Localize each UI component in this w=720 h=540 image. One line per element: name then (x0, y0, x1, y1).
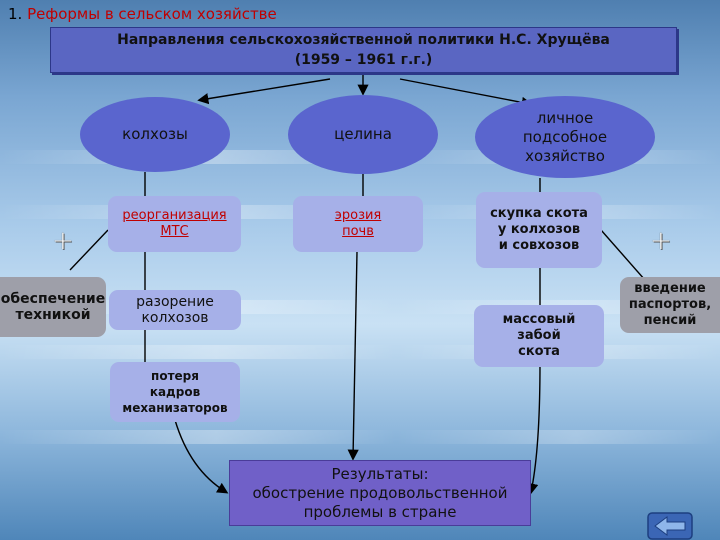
plus-sign-left: + (52, 226, 74, 256)
eroziya-line-2: почв (342, 224, 374, 239)
poterya-line-3: механизаторов (122, 401, 228, 415)
skupka-line-2: у колхозов (497, 222, 581, 237)
oval-tselina: целина (288, 95, 438, 174)
oval-kolkhozy: колхозы (80, 97, 230, 172)
result-box: Результаты: обострение продовольственной… (229, 460, 531, 526)
skupka-line-3: и совхозов (498, 238, 580, 253)
box-eroziya-pochv: эрозия почв (293, 196, 423, 252)
result-line-2: обострение продовольственной (252, 483, 508, 502)
header-line-2: (1959 – 1961 г.г.) (294, 52, 433, 68)
box-massovy-zaboy: массовый забой скота (474, 305, 604, 367)
poterya-line-1: потеря (151, 369, 199, 383)
box-obespechenie-tekhnikoy: обеспечение техникой (0, 277, 106, 337)
vvedenie-line-1: введение (634, 281, 706, 296)
poterya-line-2: кадров (149, 385, 201, 399)
skupka-line-1: скупка скота (490, 206, 588, 221)
razorenie-line-2: колхозов (141, 310, 209, 326)
slide-title-text: Реформы в сельском хозяйстве (27, 5, 277, 23)
back-arrow-icon[interactable] (647, 512, 693, 540)
result-line-1: Результаты: (331, 464, 429, 483)
reorg-line-2: МТС (160, 224, 189, 239)
plus-sign-right: + (650, 226, 672, 256)
reorg-line-1: реорганизация (122, 208, 227, 223)
eroziya-line-1: эрозия (334, 208, 382, 223)
zaboy-line-1: массовый (502, 312, 576, 327)
header-line-1: Направления сельскохозяйственной политик… (117, 32, 610, 48)
box-razorenie-kolkhozov: разорение колхозов (109, 290, 241, 330)
vvedenie-line-3: пенсий (643, 313, 697, 328)
oval-lichnoe-line-3: хозяйство (525, 146, 605, 165)
oval-kolkhozy-label: колхозы (122, 125, 188, 143)
oval-lichnoe-khozyaystvo: личное подсобное хозяйство (475, 96, 655, 178)
oval-lichnoe-line-1: личное (536, 108, 594, 127)
box-vvedenie-pasportov: введение паспортов, пенсий (620, 277, 720, 333)
razorenie-line-1: разорение (136, 294, 214, 310)
oval-tselina-label: целина (334, 125, 392, 143)
zaboy-line-2: забой (517, 328, 561, 343)
vvedenie-line-2: паспортов, (628, 297, 712, 312)
box-reorganizatsiya-mts: реорганизация МТС (108, 196, 241, 252)
obespechenie-line-1: обеспечение (0, 291, 106, 307)
box-poterya-kadrov: потеря кадров механизаторов (110, 362, 240, 422)
oval-lichnoe-line-2: подсобное (522, 127, 608, 146)
policy-header: Направления сельскохозяйственной политик… (50, 27, 677, 73)
slide-title: 1. Реформы в сельском хозяйстве (8, 5, 277, 23)
slide-number: 1. (8, 5, 23, 23)
box-skupka-skota: скупка скота у колхозов и совхозов (476, 192, 602, 268)
zaboy-line-3: скота (518, 344, 560, 359)
obespechenie-line-2: техникой (15, 307, 91, 323)
result-line-3: проблемы в стране (303, 502, 457, 521)
